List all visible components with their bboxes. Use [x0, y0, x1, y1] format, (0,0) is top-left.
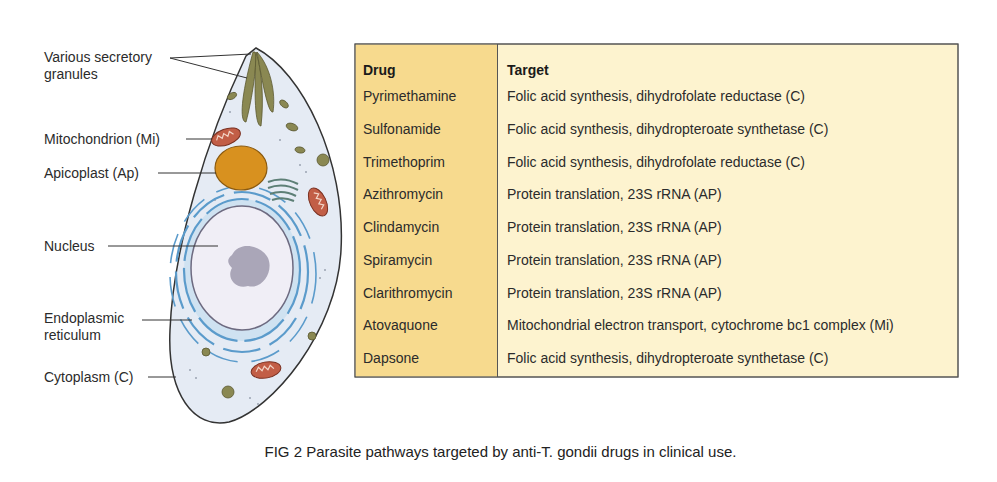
- secretory-granules: [202, 52, 329, 398]
- mitochondria: [209, 124, 331, 380]
- drug-target: Folic acid synthesis, dihydrofolate redu…: [507, 88, 805, 105]
- drug-target: Folic acid synthesis, dihydrofolate redu…: [507, 154, 805, 171]
- drug-name: Trimethoprim: [363, 154, 445, 171]
- part-label: Cytoplasm (C): [44, 369, 133, 386]
- drug-name: Azithromycin: [363, 186, 443, 203]
- part-label: Apicoplast (Ap): [44, 165, 139, 182]
- nucleolus: [228, 246, 269, 287]
- drug-name: Pyrimethamine: [363, 88, 456, 105]
- part-label: Various secretory granules: [44, 49, 162, 83]
- drug-target: Folic acid synthesis, dihydropteroate sy…: [507, 121, 828, 138]
- endoplasmic-reticulum: [170, 186, 316, 362]
- drug-target: Protein translation, 23S rRNA (AP): [507, 252, 722, 269]
- drug-name: Clindamycin: [363, 219, 439, 236]
- cell-outline: [170, 48, 342, 423]
- drug-name: Sulfonamide: [363, 121, 441, 138]
- part-label: Nucleus: [44, 238, 95, 255]
- apicoplast: [215, 146, 267, 190]
- part-label: Mitochondrion (Mi): [44, 131, 160, 148]
- table-panel: [355, 44, 958, 377]
- drug-target: Protein translation, 23S rRNA (AP): [507, 285, 722, 302]
- column-divider: [497, 44, 498, 377]
- table-header: Target: [507, 62, 549, 79]
- drug-target: Protein translation, 23S rRNA (AP): [507, 219, 722, 236]
- drug-target: Mitochondrial electron transport, cytoch…: [507, 317, 894, 334]
- drug-name: Spiramycin: [363, 252, 432, 269]
- figure-caption: FIG 2 Parasite pathways targeted by anti…: [265, 443, 737, 460]
- part-label: Endoplasmic reticulum: [44, 310, 140, 344]
- golgi: [268, 179, 298, 201]
- drug-target: Folic acid synthesis, dihydropteroate sy…: [507, 350, 828, 367]
- nucleus: [191, 206, 293, 330]
- table-border: [355, 44, 958, 377]
- drug-name: Dapsone: [363, 350, 419, 367]
- drug-target: Protein translation, 23S rRNA (AP): [507, 186, 722, 203]
- table-header: Drug: [363, 62, 396, 79]
- drug-name: Clarithromycin: [363, 285, 452, 302]
- drug-column: [356, 45, 498, 377]
- leader-lines: [108, 54, 251, 377]
- drug-name: Atovaquone: [363, 317, 438, 334]
